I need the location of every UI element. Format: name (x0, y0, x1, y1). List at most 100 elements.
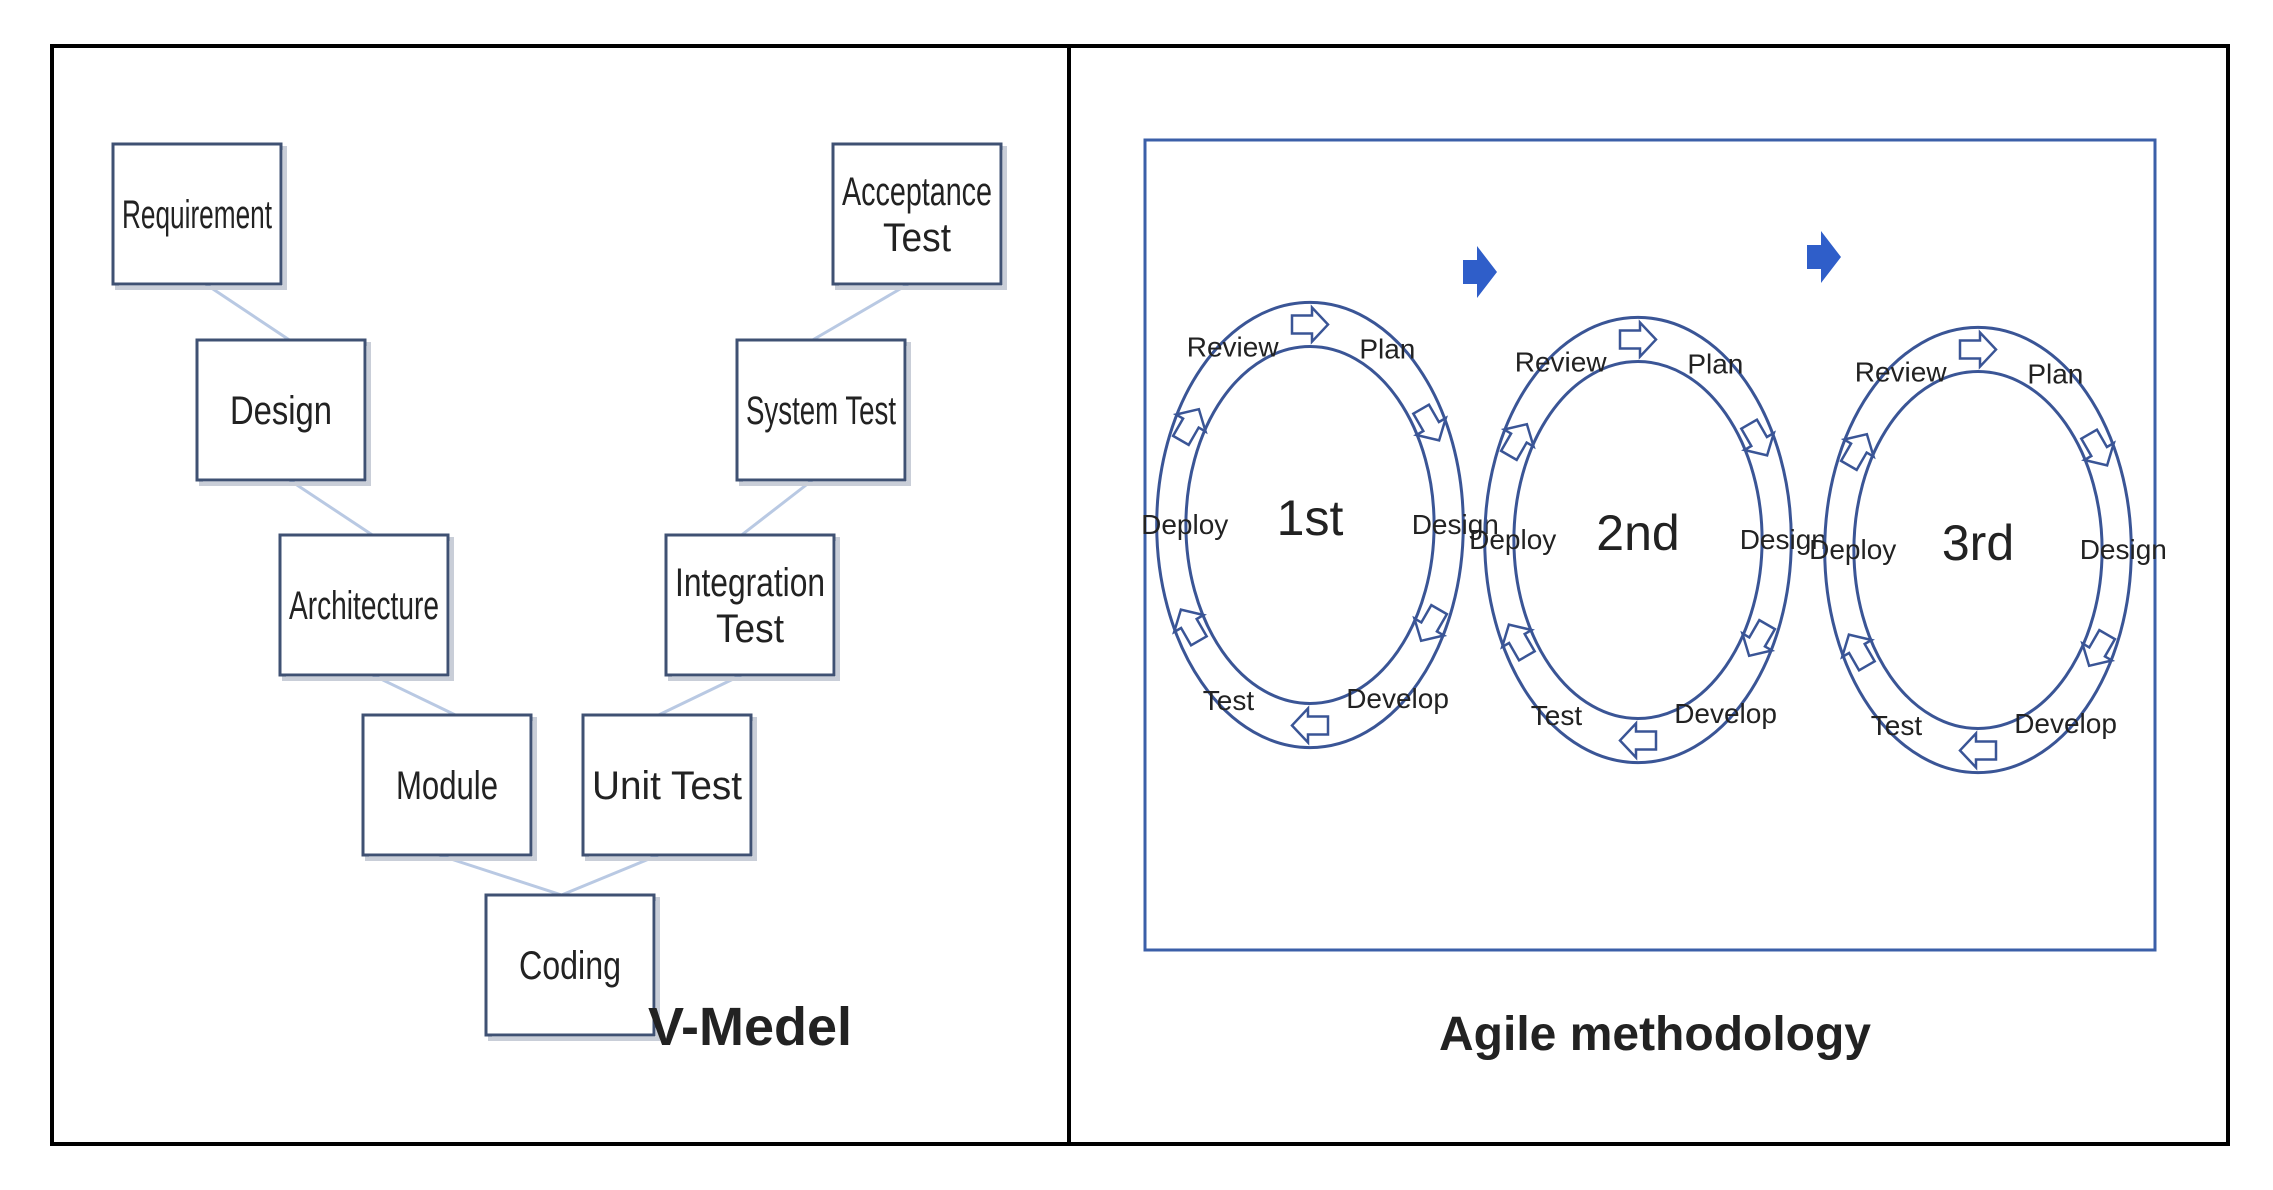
phase-label-test: Test (1871, 710, 1923, 741)
v-box-label: Coding (519, 944, 621, 988)
phase-label-test: Test (1531, 700, 1583, 731)
v-box-design: Design (195, 338, 371, 486)
v-connector-module-coding (438, 853, 563, 897)
v-box-label: Integration (675, 561, 825, 605)
v-box-unit-test: Unit Test (581, 713, 757, 861)
v-box-architecture: Architecture (278, 533, 454, 681)
cycle-transition-arrow-icon (1463, 246, 1497, 298)
ring-arrow-shape (1172, 608, 1209, 648)
v-box-frame (664, 533, 836, 677)
v-connector-requirement-design (204, 282, 291, 342)
v-box-system-test: System Test (735, 338, 911, 486)
v-box-label: System Test (746, 389, 896, 433)
ring-arrow-icon (1840, 633, 1877, 673)
v-box-frame (484, 893, 656, 1037)
agile-frame (1143, 138, 2157, 952)
ring-arrow-icon (1290, 304, 1330, 345)
cycle-inner-ring (1184, 345, 1436, 705)
v-connector-architecture-module (371, 673, 457, 717)
phase-label-deploy: Deploy (1809, 534, 1896, 565)
v-box-label: Requirement (122, 193, 272, 237)
cycle-transition-arrow-icon (1807, 231, 1841, 283)
agile-cycles: 1stPlanDesignDevelopTestDeployReview2ndP… (1141, 300, 2167, 775)
v-box-label: Architecture (289, 584, 439, 628)
v-connector-integration-test-system-test (740, 478, 814, 537)
phase-label-develop: Develop (2014, 708, 2117, 739)
phase-label-test: Test (1203, 685, 1255, 716)
ring-arrow-icon (2079, 427, 2116, 467)
phase-label-review: Review (1515, 346, 1608, 377)
cycle-outer-ring (1823, 325, 2133, 775)
cycle-outer-ring (1155, 300, 1465, 750)
v-box-label: Unit Test (592, 764, 742, 808)
v-box-frame (581, 713, 753, 857)
v-box-coding: Coding (484, 893, 660, 1041)
v-box-label: Test (883, 216, 951, 260)
v-box-frame (831, 142, 1003, 286)
phase-label-review: Review (1187, 331, 1280, 362)
phase-label-develop: Develop (1674, 698, 1777, 729)
ring-arrow-shape (1618, 720, 1658, 761)
ring-arrow-icon (1958, 730, 1998, 771)
ring-arrow-shape (1740, 618, 1777, 658)
ring-arrow-shape (1739, 417, 1776, 457)
cycle-inner-ring (1852, 370, 2104, 730)
v-box-frame (735, 338, 907, 482)
ring-arrow-icon (1739, 417, 1776, 457)
ring-arrow-shape (1618, 319, 1658, 360)
ring-arrow-shape (1412, 603, 1449, 643)
cycle-transition-arrows (1463, 231, 1841, 298)
cycle-label: 1st (1277, 490, 1344, 546)
ring-arrow-icon (1171, 407, 1208, 447)
agile-panel (1067, 44, 2230, 1146)
ring-arrow-icon (2080, 628, 2117, 668)
v-box-label: Acceptance (842, 170, 992, 214)
ring-arrow-shape (2080, 628, 2117, 668)
phase-label-develop: Develop (1346, 683, 1449, 714)
ring-arrow-shape (1411, 402, 1448, 442)
v-model-connectors (204, 282, 910, 897)
phase-label-design: Design (1740, 524, 1827, 555)
phase-label-design: Design (2080, 534, 2167, 565)
agile-diagram: 1stPlanDesignDevelopTestDeployReview2ndP… (1141, 138, 2167, 1061)
ring-arrow-icon (1740, 618, 1777, 658)
ring-arrow-icon (1958, 329, 1998, 370)
phase-label-deploy: Deploy (1469, 524, 1556, 555)
ring-arrow-shape (1499, 422, 1536, 462)
agile-title: Agile methodology (1439, 1008, 1871, 1061)
v-model-title: V-Medel (648, 997, 852, 1057)
ring-arrow-icon (1839, 432, 1876, 472)
ring-arrow-icon (1500, 623, 1537, 663)
v-connector-system-test-acceptance-test (811, 282, 910, 342)
v-model-diagram: RequirementDesignArchitectureModuleCodin… (111, 142, 1007, 1057)
ring-arrow-shape (1171, 407, 1208, 447)
phase-label-plan: Plan (1687, 348, 1743, 379)
v-connector-unit-test-integration-test (657, 673, 743, 717)
ring-arrow-shape (1840, 633, 1877, 673)
ring-arrow-shape (1500, 623, 1537, 663)
v-box-requirement: Requirement (111, 142, 287, 290)
v-box-module: Module (361, 713, 537, 861)
v-box-label: Module (396, 764, 498, 808)
ring-arrow-shape (1958, 730, 1998, 771)
ring-arrow-icon (1290, 705, 1330, 746)
v-box-label: Design (230, 389, 332, 433)
phase-label-plan: Plan (1359, 333, 1415, 364)
ring-arrow-icon (1411, 402, 1448, 442)
v-box-label: Test (716, 607, 784, 651)
v-box-frame (361, 713, 533, 857)
ring-arrow-shape (1290, 304, 1330, 345)
v-connector-design-architecture (288, 478, 374, 537)
ring-arrow-shape (1290, 705, 1330, 746)
phase-label-review: Review (1855, 356, 1948, 387)
v-model-boxes: RequirementDesignArchitectureModuleCodin… (111, 142, 1007, 1041)
v-box-frame (195, 338, 367, 482)
cycle-label: 2nd (1596, 505, 1679, 561)
cycle-label: 3rd (1942, 515, 2014, 571)
